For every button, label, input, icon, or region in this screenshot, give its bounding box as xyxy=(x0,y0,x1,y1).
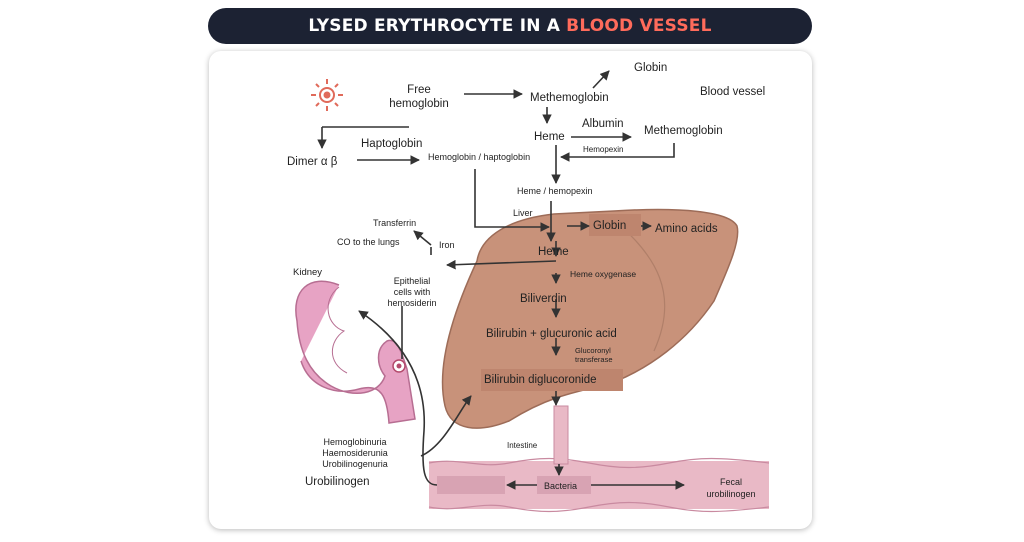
bilirubin-diglucoronide-label: Bilirubin diglucoronide xyxy=(484,374,597,386)
diagram-card: Free hemoglobin Globin Blood vessel Meth… xyxy=(209,51,812,529)
dimer-label: Dimer α β xyxy=(287,156,338,168)
free-hemoglobin-label-2: hemoglobin xyxy=(389,98,448,110)
lysed-erythrocyte-icon xyxy=(311,79,343,111)
bilirubin-glucuronic-label: Bilirubin + glucuronic acid xyxy=(486,328,617,340)
free-hemoglobin-label-1: Free xyxy=(407,84,431,96)
epithelial-label-1: Epithelial xyxy=(394,276,431,286)
blood-vessel-label: Blood vessel xyxy=(700,86,765,98)
amino-acids-label: Amino acids xyxy=(655,223,718,235)
glucoronyl-label-2: transferase xyxy=(575,355,613,364)
heme-metabolism-diagram: Free hemoglobin Globin Blood vessel Meth… xyxy=(287,62,770,513)
bile-duct xyxy=(553,405,569,465)
globin-box xyxy=(589,214,641,236)
liver-label: Liver xyxy=(513,208,533,218)
urine-term-3: Urobilinogenuria xyxy=(322,459,388,469)
urobilinogen-label: Urobilinogen xyxy=(305,476,370,488)
biliverdin-label: Biliverdin xyxy=(520,293,567,305)
urine-term-2: Haemosiderunia xyxy=(322,448,388,458)
heme-hemopexin-label: Heme / hemopexin xyxy=(517,186,593,196)
flow-arrows xyxy=(317,70,685,490)
fecal-label-1: Fecal xyxy=(720,477,742,487)
haptoglobin-label: Haptoglobin xyxy=(361,138,422,150)
methemoglobin-label-2: Methemoglobin xyxy=(644,125,723,137)
kidney-lobe-line xyxy=(327,286,348,374)
urobilinogen-box xyxy=(437,476,505,494)
transferrin-label: Transferrin xyxy=(373,218,416,228)
hemoglobin-haptoglobin-label: Hemoglobin / haptoglobin xyxy=(428,152,530,162)
epithelial-cell-core xyxy=(396,363,402,369)
kidney-label: Kidney xyxy=(293,267,322,278)
heme-label-1: Heme xyxy=(534,131,565,143)
kidney-shape xyxy=(295,280,416,424)
co-lungs-label: CO to the lungs xyxy=(337,237,400,247)
iron-label: Iron xyxy=(439,240,455,250)
urine-term-1: Hemoglobinuria xyxy=(323,437,386,447)
title-highlight: BLOOD VESSEL xyxy=(566,16,712,36)
albumin-label: Albumin xyxy=(582,118,624,130)
epithelial-label-3: hemosiderin xyxy=(387,298,436,308)
intestine-label: Intestine xyxy=(507,441,538,450)
hemopexin-label: Hemopexin xyxy=(583,145,623,154)
title-text: LYSED ERYTHROCYTE IN A xyxy=(308,16,561,36)
fecal-label-2: urobilinogen xyxy=(706,489,755,499)
globin-top-label: Globin xyxy=(634,62,667,74)
epithelial-label-2: cells with xyxy=(394,287,431,297)
heme-oxygenase-label: Heme oxygenase xyxy=(570,269,636,279)
methemoglobin-label-1: Methemoglobin xyxy=(530,92,609,104)
glucoronyl-label-1: Glucoronyl xyxy=(575,346,611,355)
bacteria-label: Bacteria xyxy=(544,481,577,491)
heme-liver-label: Heme xyxy=(538,246,569,258)
bacteria-box xyxy=(537,476,591,494)
title-bar: LYSED ERYTHROCYTE IN A BLOOD VESSEL xyxy=(208,8,812,44)
diglucoronide-box xyxy=(481,369,623,391)
globin-liver-label: Globin xyxy=(593,220,626,232)
liver-shape xyxy=(441,208,739,429)
